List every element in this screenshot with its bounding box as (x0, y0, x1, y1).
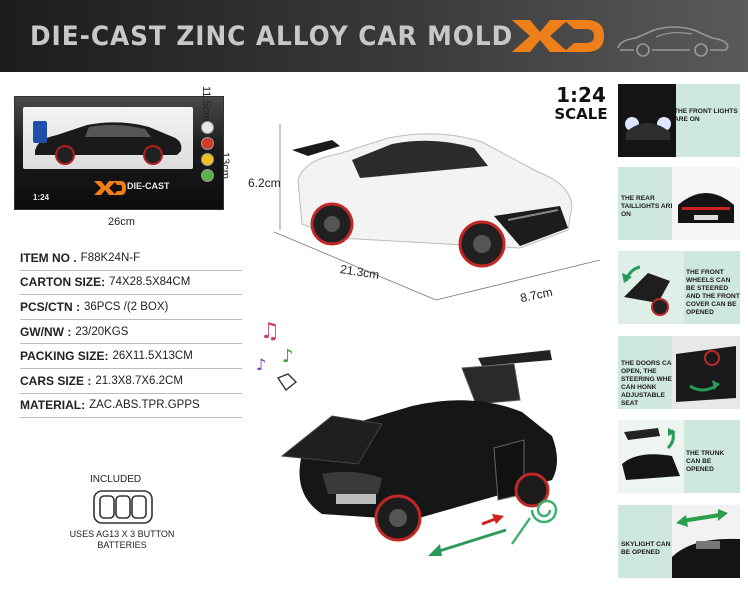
battery-included-label: INCLUDED (90, 474, 142, 485)
door-icon (676, 346, 736, 402)
box-brand-logo-icon (94, 181, 126, 195)
spec-value: 26X11.5X13CM (112, 350, 193, 363)
brand-logo-icon (512, 20, 604, 52)
spec-row-material: MATERIAL: ZAC.ABS.TPR.GPPS (20, 394, 242, 419)
skylight-icon (672, 509, 740, 578)
battery-icon (93, 490, 153, 524)
box-badge-icon (33, 121, 47, 143)
doors-photo (672, 336, 740, 409)
taillights-icon (678, 193, 734, 223)
spec-row-carton-size: CARTON SIZE: 74X28.5X84CM (20, 271, 242, 296)
spec-row-cars-size: CARS SIZE : 21.3X8.7X6.2CM (20, 369, 242, 394)
header-banner: DIE-CAST ZINC ALLOY CAR MOLD (0, 0, 748, 72)
feature-front-wheels: THE FRONT WHEELS CAN BE STEERED AND THE … (618, 251, 740, 324)
spec-label: CARTON SIZE: (20, 275, 106, 290)
front-lights-icon (625, 117, 671, 140)
white-car-image (292, 133, 573, 268)
feature-text: SKYLIGHT CAN BE OPENED (621, 541, 671, 556)
feature-doors: THE DOORS CAN OPEN, THE STEERING WHEEL C… (618, 336, 740, 409)
light-icon (201, 137, 214, 150)
feature-text: THE DOORS CAN OPEN, THE STEERING WHEEL C… (621, 360, 681, 407)
feature-text: THE FRONT WHEELS CAN BE STEERED AND THE … (686, 269, 740, 316)
box-brand-text: DIE-CAST (127, 181, 170, 191)
steering-wheel-icon (622, 265, 670, 316)
front-wheels-photo (618, 251, 684, 324)
spec-row-packing-size: PACKING SIZE: 26X11.5X13CM (20, 344, 242, 369)
trunk-icon (622, 428, 680, 480)
page-title: DIE-CAST ZINC ALLOY CAR MOLD (30, 21, 514, 52)
spec-list: ITEM NO . F88K24N-F CARTON SIZE: 74X28.5… (20, 246, 242, 419)
feature-text: THE TRUNK CAN BE OPENED (686, 450, 725, 473)
spec-label: MATERIAL: (20, 398, 86, 413)
front-lights-photo (618, 84, 676, 157)
black-car-open-doors-image (280, 350, 557, 542)
feature-rear-taillights: THE REAR TAILLIGHTS ARE ON (618, 167, 740, 240)
scale-ratio: 1:24 (556, 83, 606, 107)
box-window (23, 107, 193, 169)
trunk-photo (618, 420, 684, 493)
scale-badge: 1:24 SCALE (548, 84, 614, 122)
age-badge-icon (201, 121, 214, 134)
spec-value: ZAC.ABS.TPR.GPPS (89, 399, 200, 412)
spec-row-gw-nw: GW/NW : 23/20KGS (20, 320, 242, 345)
sound-icon (201, 153, 214, 166)
car-height-label: 6.2cm (248, 176, 281, 190)
box-feature-icons (201, 121, 217, 182)
feature-trunk: THE TRUNK CAN BE OPENED (618, 420, 740, 493)
box-width-label: 26cm (108, 216, 135, 228)
spec-label: ITEM NO . (20, 250, 77, 265)
feature-text: THE FRONT LIGHTS ARE ON (674, 108, 738, 123)
feature-skylight: SKYLIGHT CAN BE OPENED (618, 505, 740, 578)
box-scale-text: 1:24 (33, 193, 50, 202)
scale-word: SCALE (554, 105, 608, 123)
spec-label: CARS SIZE : (20, 373, 92, 388)
spec-label: PACKING SIZE: (20, 349, 109, 364)
car-silhouette-icon (617, 26, 729, 57)
spec-value: 36PCS /(2 BOX) (84, 300, 169, 313)
spec-value: 74X28.5X84CM (109, 276, 191, 289)
spec-value: F88K24N-F (80, 251, 141, 264)
battery-caption: USES AG13 X 3 BUTTON BATTERIES (69, 529, 175, 550)
dimension-lines (273, 124, 601, 301)
music-notes-icon: ♫ ♪ ♪ (256, 319, 298, 392)
svg-text:♪: ♪ (256, 355, 266, 374)
spec-label: PCS/CTN : (20, 299, 80, 314)
svg-text:♫: ♫ (260, 319, 280, 344)
skylight-photo (672, 505, 740, 578)
spec-value: 23/20KGS (75, 325, 129, 338)
svg-text:♪: ♪ (282, 346, 294, 367)
box-depth-label: 11.5cm (200, 86, 212, 122)
packaging-box-image: DIE-CAST 1:24 (14, 96, 224, 210)
spec-row-item-no: ITEM NO . F88K24N-F (20, 246, 242, 271)
spec-value: 21.3X8.7X6.2CM (95, 374, 183, 387)
pull-back-icon (201, 169, 214, 182)
feature-front-lights: THE FRONT LIGHTS ARE ON (618, 84, 740, 157)
feature-text: THE REAR TAILLIGHTS ARE ON (621, 195, 675, 218)
spec-row-pcs-ctn: PCS/CTN : 36PCS /(2 BOX) (20, 295, 242, 320)
spec-label: GW/NW : (20, 324, 72, 339)
boxed-car-image (35, 122, 182, 165)
motion-arrows-icon (428, 499, 558, 556)
rear-taillights-photo (672, 167, 740, 240)
box-height-label: 13cm (219, 152, 231, 179)
